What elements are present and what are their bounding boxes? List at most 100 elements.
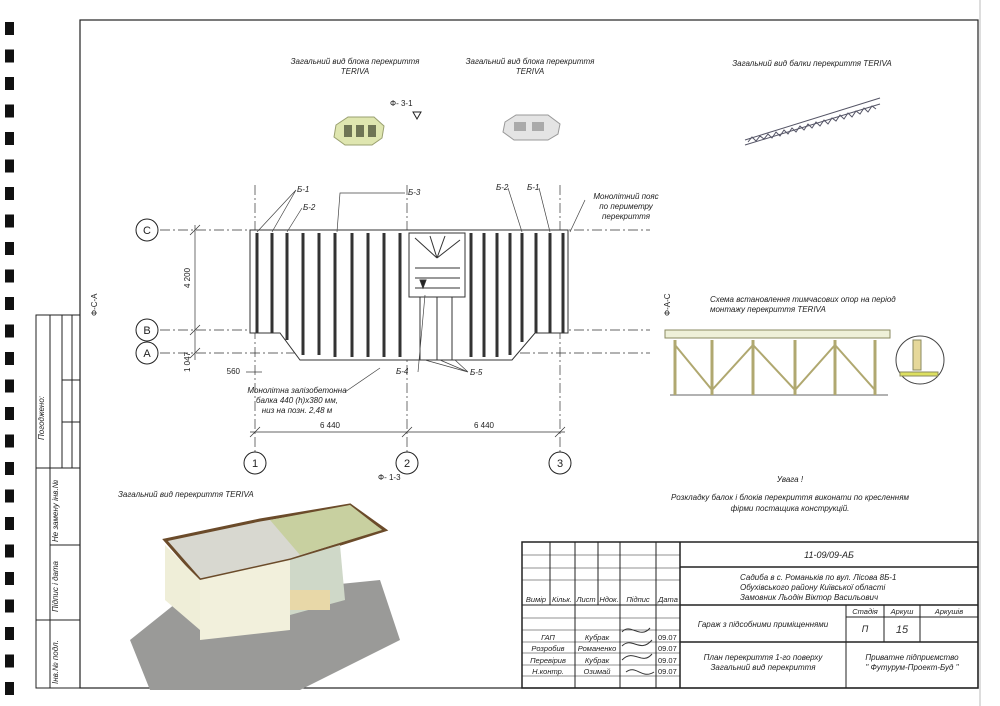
row-axis-markers: C B A — [135, 218, 159, 365]
title-block-text: 11-09/09-АБ Садиба в с. Романьків по вул… — [526, 550, 963, 676]
label-b4: Б-4 — [396, 367, 409, 376]
name-norm-control: Озимай — [584, 667, 612, 676]
binding-hole — [5, 599, 14, 613]
block-green-title-2: TERIVA — [341, 67, 369, 76]
binding-holes — [5, 22, 14, 695]
binding-hole — [5, 654, 14, 668]
notice-title: Увага ! — [776, 475, 804, 484]
notice-text-1: Розкладку балок і блоків перекриття вико… — [671, 493, 909, 502]
role-developer: Розробив — [531, 644, 564, 653]
sheets-header: Аркушів — [934, 607, 963, 616]
role-norm-control: Н.контр. — [532, 667, 564, 676]
drawing-name-2: Загальний вид перекриття — [710, 663, 816, 672]
axis-a: A — [143, 348, 151, 360]
general-view-render — [130, 503, 400, 690]
axis-2: 2 — [404, 458, 410, 470]
header-qty: Кільк. — [552, 595, 572, 604]
role-checker: Перевірив — [530, 656, 566, 665]
header-sheet: Лист — [575, 595, 595, 604]
sheet-value: 15 — [896, 624, 909, 636]
binding-hole — [5, 269, 14, 283]
role-gap: ГАП — [541, 633, 555, 642]
drawing-code: 11-09/09-АБ — [804, 550, 854, 560]
stage-header: Стадія — [852, 607, 878, 616]
general-view-title: Загальний вид перекриття TERIVA — [118, 490, 254, 499]
binding-hole — [5, 434, 14, 448]
company-1: Приватне підприємство — [865, 653, 959, 662]
beam-image — [744, 97, 881, 146]
address-3: Замовник Льодін Віктор Васильович — [740, 593, 878, 602]
section-mark-top: Ф- 3-1 — [390, 99, 413, 108]
axis-b: B — [143, 325, 150, 337]
label-b2-right: Б-2 — [496, 183, 509, 192]
beam-note-2: балка 440 (h)x380 мм, — [256, 396, 338, 405]
axis-c: C — [143, 225, 151, 237]
beam-note-3: низ на позн. 2,48 м — [262, 406, 333, 415]
date-gap: 09.07 — [658, 633, 677, 642]
binding-hole — [5, 77, 14, 90]
notice-text-2: фірми постащика конструкцій. — [731, 504, 850, 513]
binding-hole — [5, 489, 14, 503]
margin-signature-date: Підпис і дата — [51, 560, 60, 612]
label-b1-right: Б-1 — [527, 183, 539, 192]
margin-approved: Погоджено: — [37, 396, 46, 440]
dim-1047: 1 047 — [183, 351, 192, 372]
header-signature: Підпис — [626, 595, 650, 604]
binding-hole — [5, 49, 14, 63]
dimension-lines — [189, 224, 566, 438]
block-grey-title: Загальний вид блока перекриття — [466, 57, 595, 66]
header-doc: Ндок. — [599, 595, 618, 604]
axis-1: 1 — [252, 458, 258, 470]
binding-hole — [5, 242, 14, 255]
beams — [255, 233, 565, 357]
section-mark-left: Ф-С-А — [90, 293, 99, 316]
label-b5: Б-5 — [470, 368, 483, 377]
perimeter-note-3: перекриття — [602, 212, 651, 221]
binding-hole — [5, 104, 14, 118]
supports-scheme-image — [664, 329, 945, 396]
signatures — [621, 627, 655, 675]
axis-3: 3 — [557, 458, 563, 470]
col-axis-markers: 1 2 3 — [243, 451, 572, 475]
name-gap: Кубрак — [585, 633, 610, 642]
dim-6440-left: 6 440 — [320, 421, 341, 430]
binding-hole — [5, 544, 14, 558]
binding-hole — [5, 379, 14, 393]
date-developer: 09.07 — [658, 644, 677, 653]
stair-well — [408, 232, 466, 360]
binding-hole — [5, 297, 14, 310]
binding-hole — [5, 352, 14, 365]
label-b3: Б-3 — [408, 188, 421, 197]
perimeter-note-2: по периметру — [599, 202, 653, 211]
section-triangle-icon — [412, 111, 422, 121]
dim-560: 560 — [227, 367, 241, 376]
name-developer: Романенко — [578, 644, 617, 653]
beam-note-1: Монолітна залізобетонна — [247, 386, 347, 395]
stage-value: П — [862, 624, 869, 634]
section-mark-right: Ф-А-С — [663, 293, 672, 316]
header-date: Дата — [657, 595, 678, 604]
address-1: Садиба в с. Романьків по вул. Лісова 8Б-… — [740, 573, 896, 582]
drawing-name-1: План перекриття 1-го поверху — [704, 653, 824, 662]
binding-hole — [5, 682, 14, 695]
date-checker: 09.07 — [658, 656, 677, 665]
block-grey-title-2: TERIVA — [516, 67, 544, 76]
sheet-header: Аркуш — [890, 607, 914, 616]
binding-hole — [5, 324, 14, 338]
beam-labels: Б-1 Б-2 Б-3 Б-2 Б-1 Б-4 Б-5 — [256, 183, 586, 393]
dim-4200: 4 200 — [183, 267, 192, 288]
binding-hole — [5, 187, 14, 200]
binding-hole — [5, 132, 14, 145]
object-name: Гараж з підсобними приміщеннями — [698, 620, 829, 629]
binding-hole — [5, 627, 14, 640]
name-checker: Кубрак — [585, 656, 610, 665]
supports-title-1: Схема встановлення тимчасових опор на пе… — [710, 295, 896, 304]
binding-hole — [5, 214, 14, 228]
company-2: " Футурум-Проект-Буд " — [865, 663, 959, 672]
binding-hole — [5, 407, 14, 420]
dim-6440-right: 6 440 — [474, 421, 495, 430]
margin-replace: Не замену інв.№ — [51, 479, 60, 542]
label-b1: Б-1 — [297, 185, 309, 194]
